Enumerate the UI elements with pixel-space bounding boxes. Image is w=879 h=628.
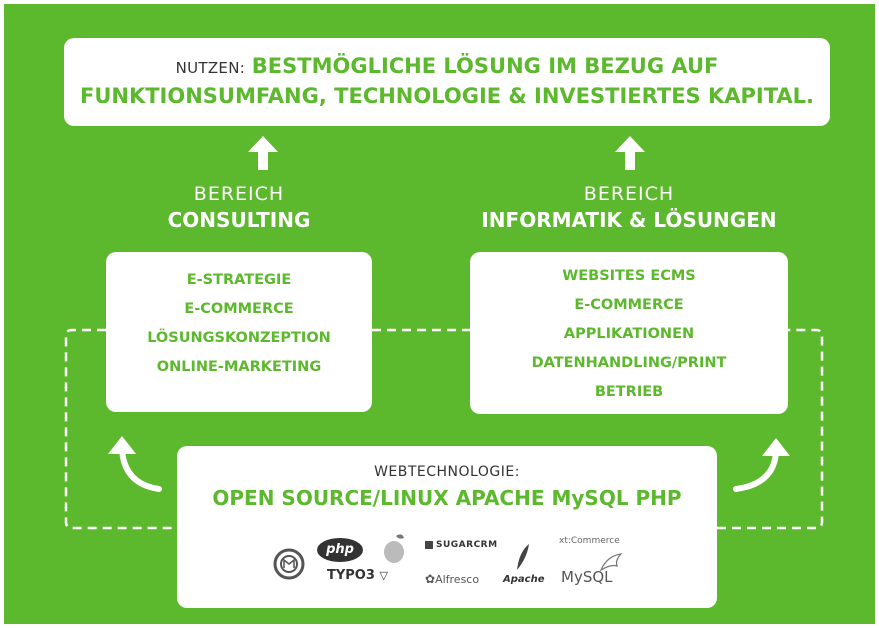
consulting-heading: BEREICH CONSULTING [154,182,324,234]
dashed-loop-connector [64,328,824,530]
list-item: E-STRATEGIE [186,272,292,288]
apache-feather-icon [517,544,529,570]
informatik-list: WEBSITES ECMS E-COMMERCE APPLIKATIONEN D… [470,262,788,407]
benefit-line-1: NUTZEN: BESTMÖGLICHE LÖSUNG IM BEZUG AUF [64,52,830,82]
informatik-title: INFORMATIK & LÖSUNGEN [481,208,777,232]
informatik-heading: BEREICH INFORMATIK & LÖSUNGEN [459,182,799,234]
benefit-box: NUTZEN: BESTMÖGLICHE LÖSUNG IM BEZUG AUF… [64,38,830,126]
apache-logo: Apache [503,574,545,585]
sugarcrm-icon [425,540,433,549]
webtech-label: WEBTECHNOLOGIE: [374,464,520,480]
curved-arrow-left-head [108,436,136,454]
mysql-label: MySQL [561,568,613,586]
arrow-up-icon [615,136,645,170]
sugarcrm-logo: SUGARCRM [425,540,498,550]
curved-arrow-right-icon [733,449,779,492]
list-item: APPLIKATIONEN [563,326,695,342]
typo3-label: TYPO3 [327,568,375,583]
fruit-logo-icon [384,534,404,563]
consulting-title: CONSULTING [167,208,311,232]
logo-strip: php TYPO3 ▽ SUGARCRM ✿Alfresco Apache xt… [177,446,717,608]
typo3-logo: TYPO3 ▽ [327,568,388,583]
mysql-dolphin-icon [599,553,623,572]
list-item: ONLINE-MARKETING [156,359,322,375]
sugarcrm-label: SUGARCRM [436,540,498,550]
alfresco-icon: ✿ [425,572,436,586]
benefit-title-1: BESTMÖGLICHE LÖSUNG IM BEZUG AUF [251,54,719,78]
consulting-box: E-STRATEGIE E-COMMERCE LÖSUNGSKONZEPTION… [106,252,372,412]
list-item: E-COMMERCE [184,301,294,317]
alfresco-logo: ✿Alfresco [425,572,479,586]
typo3-icon: ▽ [379,569,388,582]
list-item: LÖSUNGSKONZEPTION [147,330,331,346]
webtech-stack: OPEN SOURCE/LINUX APACHE MySQL PHP [212,486,682,510]
list-item: WEBSITES ECMS [562,268,696,284]
benefit-title-2: FUNKTIONSUMFANG, TECHNOLOGIE & INVESTIER… [79,84,815,108]
mysql-logo: MySQL [561,568,613,586]
xtcommerce-logo: xt:Commerce [559,536,620,546]
informatik-box: WEBSITES ECMS E-COMMERCE APPLIKATIONEN D… [470,252,788,414]
diagram-canvas: NUTZEN: BESTMÖGLICHE LÖSUNG IM BEZUG AUF… [4,4,875,624]
consulting-list: E-STRATEGIE E-COMMERCE LÖSUNGSKONZEPTION… [106,266,372,382]
list-item: DATENHANDLING/PRINT [531,355,727,371]
connector-layer [64,328,824,530]
alfresco-label: Alfresco [435,573,480,586]
curved-arrow-right-head [762,438,790,456]
list-item: BETRIEB [594,384,664,400]
arrow-up-icon [248,136,278,170]
curved-arrow-left-icon [119,446,162,492]
list-item: E-COMMERCE [574,297,684,313]
php-logo: php [317,538,363,562]
magento-logo-icon [273,548,305,580]
consulting-prefix: BEREICH [193,183,285,205]
benefit-label: NUTZEN: [175,59,246,77]
informatik-prefix: BEREICH [583,183,675,205]
webtech-box: WEBTECHNOLOGIE: OPEN SOURCE/LINUX APACHE… [177,446,717,608]
